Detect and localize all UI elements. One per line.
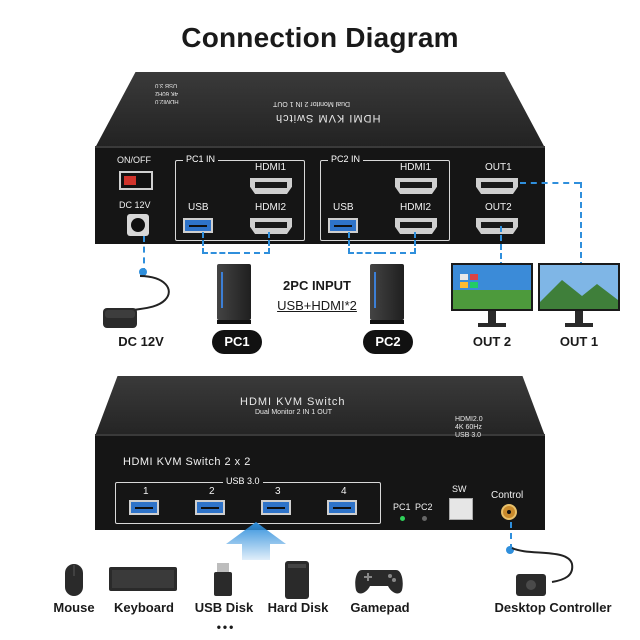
usb30-label: USB 3.0 bbox=[223, 476, 263, 486]
top-unit-rear-panel: ON/OFF DC 12V PC1 IN HDMI1 USB HDMI2 PC2… bbox=[95, 146, 545, 244]
pc1-hdmi2-port[interactable] bbox=[250, 218, 292, 234]
out2-line bbox=[500, 226, 502, 268]
dc-jack[interactable] bbox=[127, 214, 149, 236]
pc2-tower-icon bbox=[370, 264, 404, 324]
front-usb-port-1[interactable] bbox=[129, 500, 159, 515]
usb-number-1: 1 bbox=[143, 486, 149, 497]
pc2-hdmi2-label: HDMI2 bbox=[400, 202, 432, 213]
pc2-hdmi1-port[interactable] bbox=[395, 178, 437, 194]
pc2-indicator-label: PC2 bbox=[415, 502, 433, 512]
monitor-out1-icon bbox=[538, 263, 620, 327]
bottom-unit-brand: HDMI KVM Switch bbox=[240, 396, 346, 408]
pc2-in-group bbox=[320, 160, 450, 241]
out2-label: OUT2 bbox=[485, 202, 512, 213]
pc2-hdmi2-port[interactable] bbox=[395, 218, 437, 234]
pc1-hdmi-line bbox=[268, 232, 270, 254]
bottom-unit-spec-1: HDMI2.0 bbox=[455, 416, 483, 423]
out1-line-v bbox=[580, 182, 582, 268]
pc2-hdmi1-label: HDMI1 bbox=[400, 162, 432, 173]
device-label-mouse: Mouse bbox=[53, 600, 95, 615]
front-usb-port-4[interactable] bbox=[327, 500, 357, 515]
keyboard-icon bbox=[109, 567, 177, 591]
gamepad-icon bbox=[355, 570, 403, 594]
pc2-hdmi-join bbox=[380, 252, 416, 254]
control-cable-line bbox=[510, 522, 512, 550]
top-unit-subtitle: Dual Monitor 2 IN 1 OUT bbox=[273, 100, 351, 107]
bottom-unit-front-panel: USB 3.0 HDMI KVM Switch 2 x 2 USB 3.0 1 … bbox=[95, 432, 545, 530]
pc1-led bbox=[400, 516, 405, 521]
pc1-in-label: PC1 IN bbox=[183, 154, 219, 164]
hard-disk-icon bbox=[285, 561, 309, 599]
pc1-tower-icon bbox=[217, 264, 251, 324]
pc2-usb-port[interactable] bbox=[328, 218, 358, 233]
pc1-hdmi-join bbox=[234, 252, 270, 254]
out2-port[interactable] bbox=[476, 218, 518, 234]
pc1-indicator-label: PC1 bbox=[393, 502, 411, 512]
front-usb-port-2[interactable] bbox=[195, 500, 225, 515]
switch-button[interactable] bbox=[449, 498, 473, 520]
desktop-controller-label: Desktop Controller bbox=[494, 600, 612, 615]
top-unit-spec-1: USB 3.0 bbox=[155, 82, 178, 88]
on-off-label: ON/OFF bbox=[117, 155, 151, 165]
desktop-controller-icon bbox=[511, 547, 574, 596]
pc2-usb-line bbox=[348, 232, 380, 254]
pc1-hdmi1-port[interactable] bbox=[250, 178, 292, 194]
pc1-in-group bbox=[175, 160, 305, 241]
mouse-icon bbox=[65, 564, 83, 596]
device-label-gamepad: Gamepad bbox=[350, 600, 410, 615]
bottom-unit-subtitle: Dual Monitor 2 IN 1 OUT bbox=[255, 409, 333, 416]
pc1-hdmi1-label: HDMI1 bbox=[255, 162, 287, 173]
bottom-unit-spec-2: 4K 60Hz bbox=[455, 424, 482, 431]
pc1-usb-port[interactable] bbox=[183, 218, 213, 233]
device-label-hard-disk: Hard Disk bbox=[267, 600, 329, 615]
device-label-usb-disk: USB Disk bbox=[194, 600, 254, 615]
out1-monitor-label: OUT 1 bbox=[559, 334, 599, 349]
dc-cable-line bbox=[143, 236, 145, 274]
dc-cable-dot bbox=[139, 268, 147, 276]
diagram-title: Connection Diagram bbox=[181, 22, 459, 53]
input-subtitle: USB+HDMI*2 bbox=[277, 298, 357, 313]
input-title: 2PC INPUT bbox=[283, 278, 351, 293]
monitor-out2-icon bbox=[451, 263, 533, 327]
control-label: Control bbox=[491, 490, 524, 501]
bottom-unit-model: HDMI KVM Switch 2 x 2 bbox=[123, 456, 251, 468]
bottom-unit-spec-3: USB 3.0 bbox=[455, 432, 482, 439]
device-label-keyboard: Keyboard bbox=[114, 600, 174, 615]
dc-port-label: DC 12V bbox=[119, 200, 151, 210]
out2-monitor-label: OUT 2 bbox=[472, 334, 512, 349]
bottom-unit-lid: HDMI KVM Switch Dual Monitor 2 IN 1 OUT … bbox=[95, 376, 545, 436]
front-usb-port-3[interactable] bbox=[261, 500, 291, 515]
pc2-label: PC2 bbox=[363, 330, 413, 354]
pc2-usb-label: USB bbox=[333, 202, 354, 213]
pc2-hdmi-line bbox=[414, 232, 416, 254]
upload-arrow-icon bbox=[226, 522, 286, 560]
out1-label: OUT1 bbox=[485, 162, 512, 173]
pc1-hdmi2-label: HDMI2 bbox=[255, 202, 287, 213]
top-unit-spec-3: HDMI2.0 bbox=[155, 98, 179, 104]
pc1-usb-line bbox=[202, 232, 234, 254]
more-devices-ellipsis: ••• bbox=[216, 620, 236, 634]
pc1-usb-label: USB bbox=[188, 202, 209, 213]
out1-port[interactable] bbox=[476, 178, 518, 194]
sw-label: SW bbox=[452, 484, 467, 494]
power-switch[interactable] bbox=[119, 171, 153, 190]
dc-12v-label: DC 12V bbox=[118, 334, 164, 349]
pc2-in-label: PC2 IN bbox=[328, 154, 364, 164]
out1-line-h bbox=[520, 182, 580, 184]
power-adapter-icon bbox=[103, 275, 170, 328]
top-unit-lid: HDMI KVM Switch Dual Monitor 2 IN 1 OUT … bbox=[95, 72, 545, 148]
pc2-led bbox=[422, 516, 427, 521]
control-cable-dot bbox=[506, 546, 514, 554]
top-unit-brand: HDMI KVM Switch bbox=[275, 112, 381, 124]
usb-number-2: 2 bbox=[209, 486, 215, 497]
top-unit-spec-2: 4K 60Hz bbox=[155, 90, 179, 96]
control-jack[interactable] bbox=[501, 504, 517, 520]
usb-disk-icon bbox=[214, 563, 232, 596]
usb-number-3: 3 bbox=[275, 486, 281, 497]
usb-number-4: 4 bbox=[341, 486, 347, 497]
pc1-label: PC1 bbox=[212, 330, 262, 354]
